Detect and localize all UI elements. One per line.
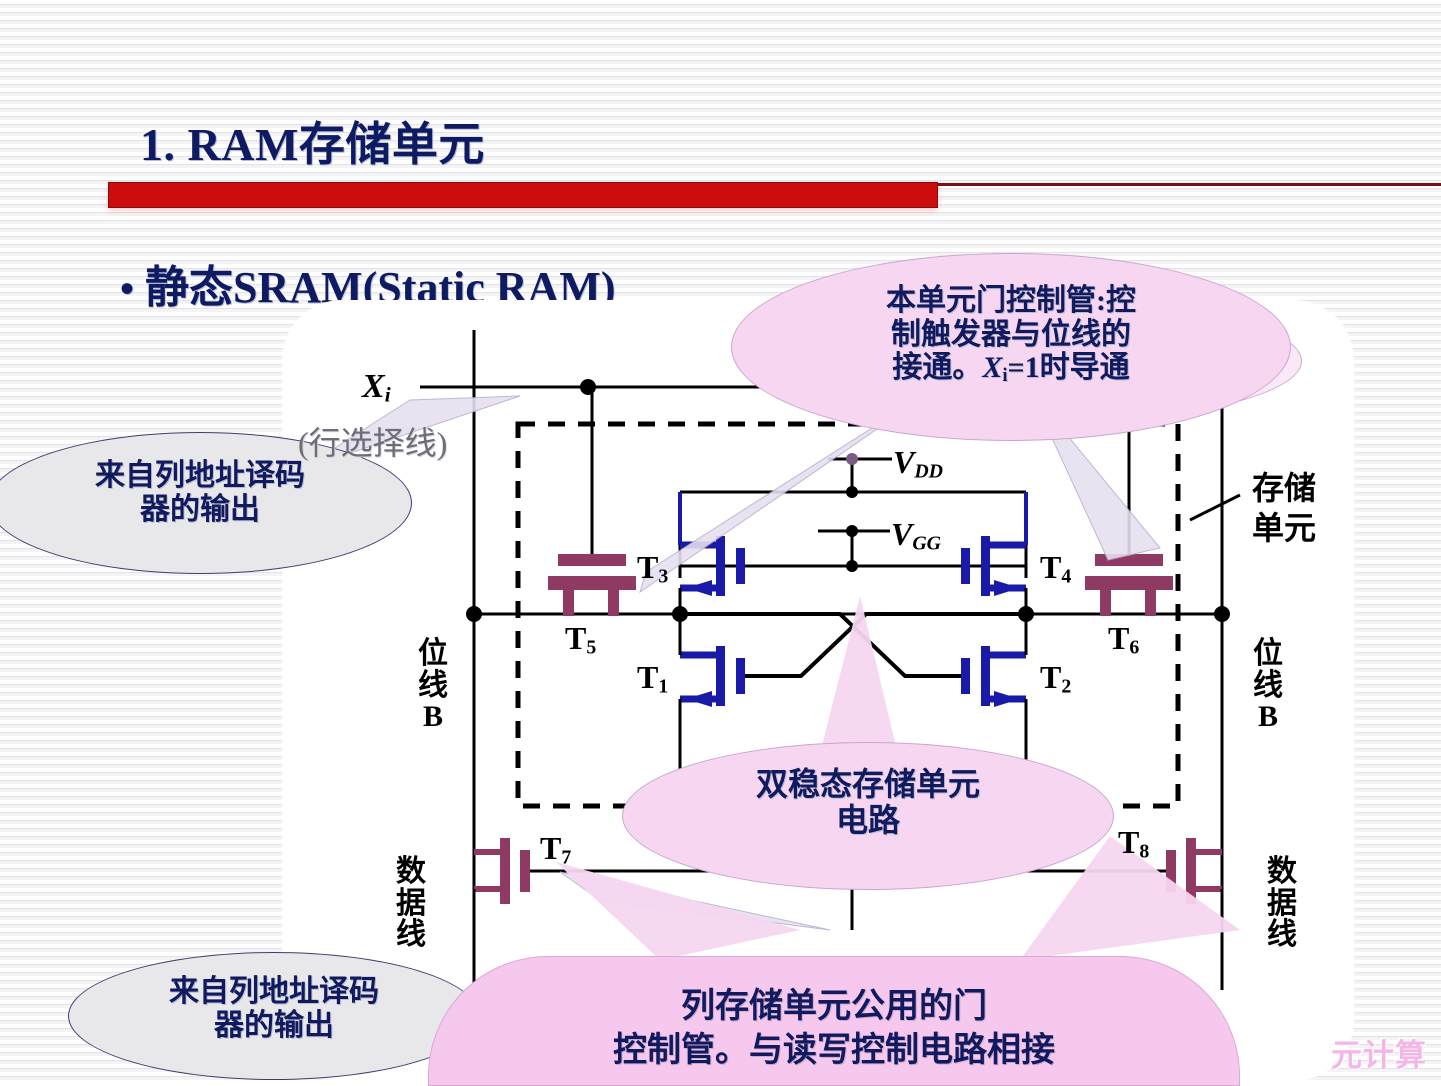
label-bitline-left: 位 线 B <box>418 637 448 733</box>
label-vgg: VGG <box>891 516 941 555</box>
callout-top-right-l3b: =1时导通 <box>1007 351 1130 385</box>
label-bitline-right: 位 线 B <box>1253 637 1283 733</box>
callout-bottom-l1: 列存储单元公用的门 <box>681 988 987 1025</box>
title-rule-red <box>108 182 938 208</box>
cross-coupling-wires <box>680 612 1026 678</box>
label-dataline-right: 数 据 线 <box>1267 855 1297 951</box>
callout-top-right-x: X <box>982 351 1003 385</box>
callout-column-decoder-top: 来自列地址译码 器的输出 <box>0 432 412 574</box>
callout-gate-control: 本单元门控制管:控 制触发器与位线的 接通。Xi=1时导通 <box>731 253 1291 441</box>
diagram-panel <box>282 300 1354 1081</box>
label-memory-cell: 存储 单元 <box>1252 470 1317 546</box>
label-dataline-left: 数 据 线 <box>396 855 426 951</box>
transistor-T4 <box>961 492 1028 614</box>
junction-t5-gate <box>580 379 596 395</box>
label-T1: T1 <box>637 659 669 698</box>
transistor-T2 <box>961 614 1028 806</box>
page-title: 1. RAM存储单元 <box>140 119 485 170</box>
label-T4: T4 <box>1040 549 1072 588</box>
flipflop-dashed-boundary <box>515 421 1181 809</box>
label-x-select: Xi <box>362 368 391 407</box>
transistor-T3 <box>678 492 1026 614</box>
junction-right-node <box>1018 606 1034 622</box>
callout-top-right-sub: i <box>1002 365 1008 387</box>
junction-vdd-top <box>846 453 858 465</box>
label-T5: T5 <box>565 620 597 659</box>
callout-bottom-l2: 控制管。与读写控制电路相接 <box>613 1031 1055 1069</box>
junction-vdd <box>846 486 858 498</box>
junction-vgg <box>846 525 858 537</box>
callout-bistable-cell: 双稳态存储单元 电路 <box>622 742 1114 890</box>
junction-bitline-right <box>1214 606 1230 622</box>
bullet-marker: • <box>120 266 135 311</box>
transistor-T5 <box>548 387 636 616</box>
label-vdd: VDD <box>893 444 943 483</box>
callout-top-right-l3a: 接通。 <box>892 351 983 385</box>
watermark: 元计算 <box>1331 1038 1427 1073</box>
label-T2: T2 <box>1040 659 1072 698</box>
label-row-select-note: (行选择线) <box>298 425 448 461</box>
junction-left-node <box>672 606 688 622</box>
callout-column-decoder-bottom: 来自列地址译码 器的输出 <box>68 952 480 1080</box>
label-T6: T6 <box>1108 620 1140 659</box>
junction-bitline-left <box>466 606 482 622</box>
transistor-T1 <box>678 614 745 806</box>
cell-leader-line <box>1189 493 1241 522</box>
callout-column-common-gate: 列存储单元公用的门 控制管。与读写控制电路相接 <box>428 956 1240 1086</box>
label-T7: T7 <box>540 830 572 869</box>
label-T3: T3 <box>637 549 669 588</box>
label-T8: T8 <box>1118 824 1150 863</box>
